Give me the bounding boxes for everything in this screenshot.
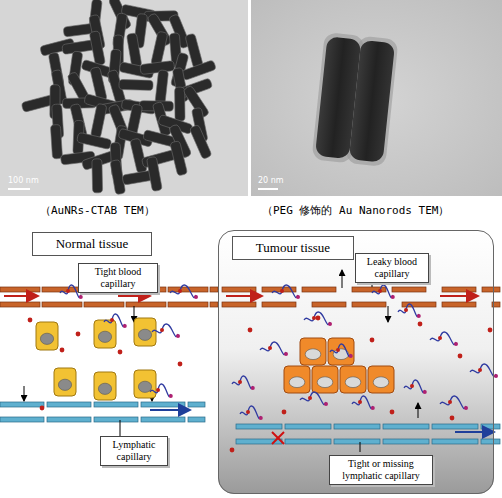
node-text: Lymphatic capillary (104, 439, 164, 463)
image-caption: （PEG 修饰的 Au Nanorods TEM） (262, 203, 449, 218)
panel-title: Tumour tissue (232, 236, 354, 260)
tissue-title: Normal tissue (32, 232, 152, 256)
node-text: Normal tissue (33, 233, 151, 255)
leader-lines (110, 276, 372, 452)
tem-image (0, 0, 248, 196)
polymer-drug (28, 285, 498, 452)
node-text: Tight blood capillary (82, 266, 154, 290)
normal-cells (36, 318, 156, 400)
scale-bar (258, 188, 278, 190)
lymphatic-capillary (0, 402, 500, 444)
callout-box: Tight or missing lymphatic capillary (329, 455, 433, 485)
pegylated-nanorods (312, 32, 399, 167)
scale-bar (8, 188, 30, 190)
node-text: Tight or missing lymphatic capillary (333, 458, 429, 482)
flow-arrows (4, 296, 494, 432)
scale-label: 20 nm (258, 176, 284, 185)
tumour-background (218, 230, 494, 494)
image-caption: （AuNRs-CTAB TEM） (40, 203, 155, 218)
tumour-cells (284, 338, 394, 393)
callout-box: Lymphatic capillary (100, 436, 168, 466)
tem-image (251, 0, 502, 196)
blocked-mark (272, 432, 284, 444)
tumour-panel: Tumour tissueLeaky blood capillaryTight … (218, 230, 494, 494)
nanorods (21, 0, 216, 195)
callout-box: Leaky blood capillary (355, 253, 429, 283)
node-text: Leaky blood capillary (359, 256, 425, 280)
callout-box: Tight blood capillary (78, 263, 158, 293)
scale-label: 100 nm (8, 176, 39, 185)
